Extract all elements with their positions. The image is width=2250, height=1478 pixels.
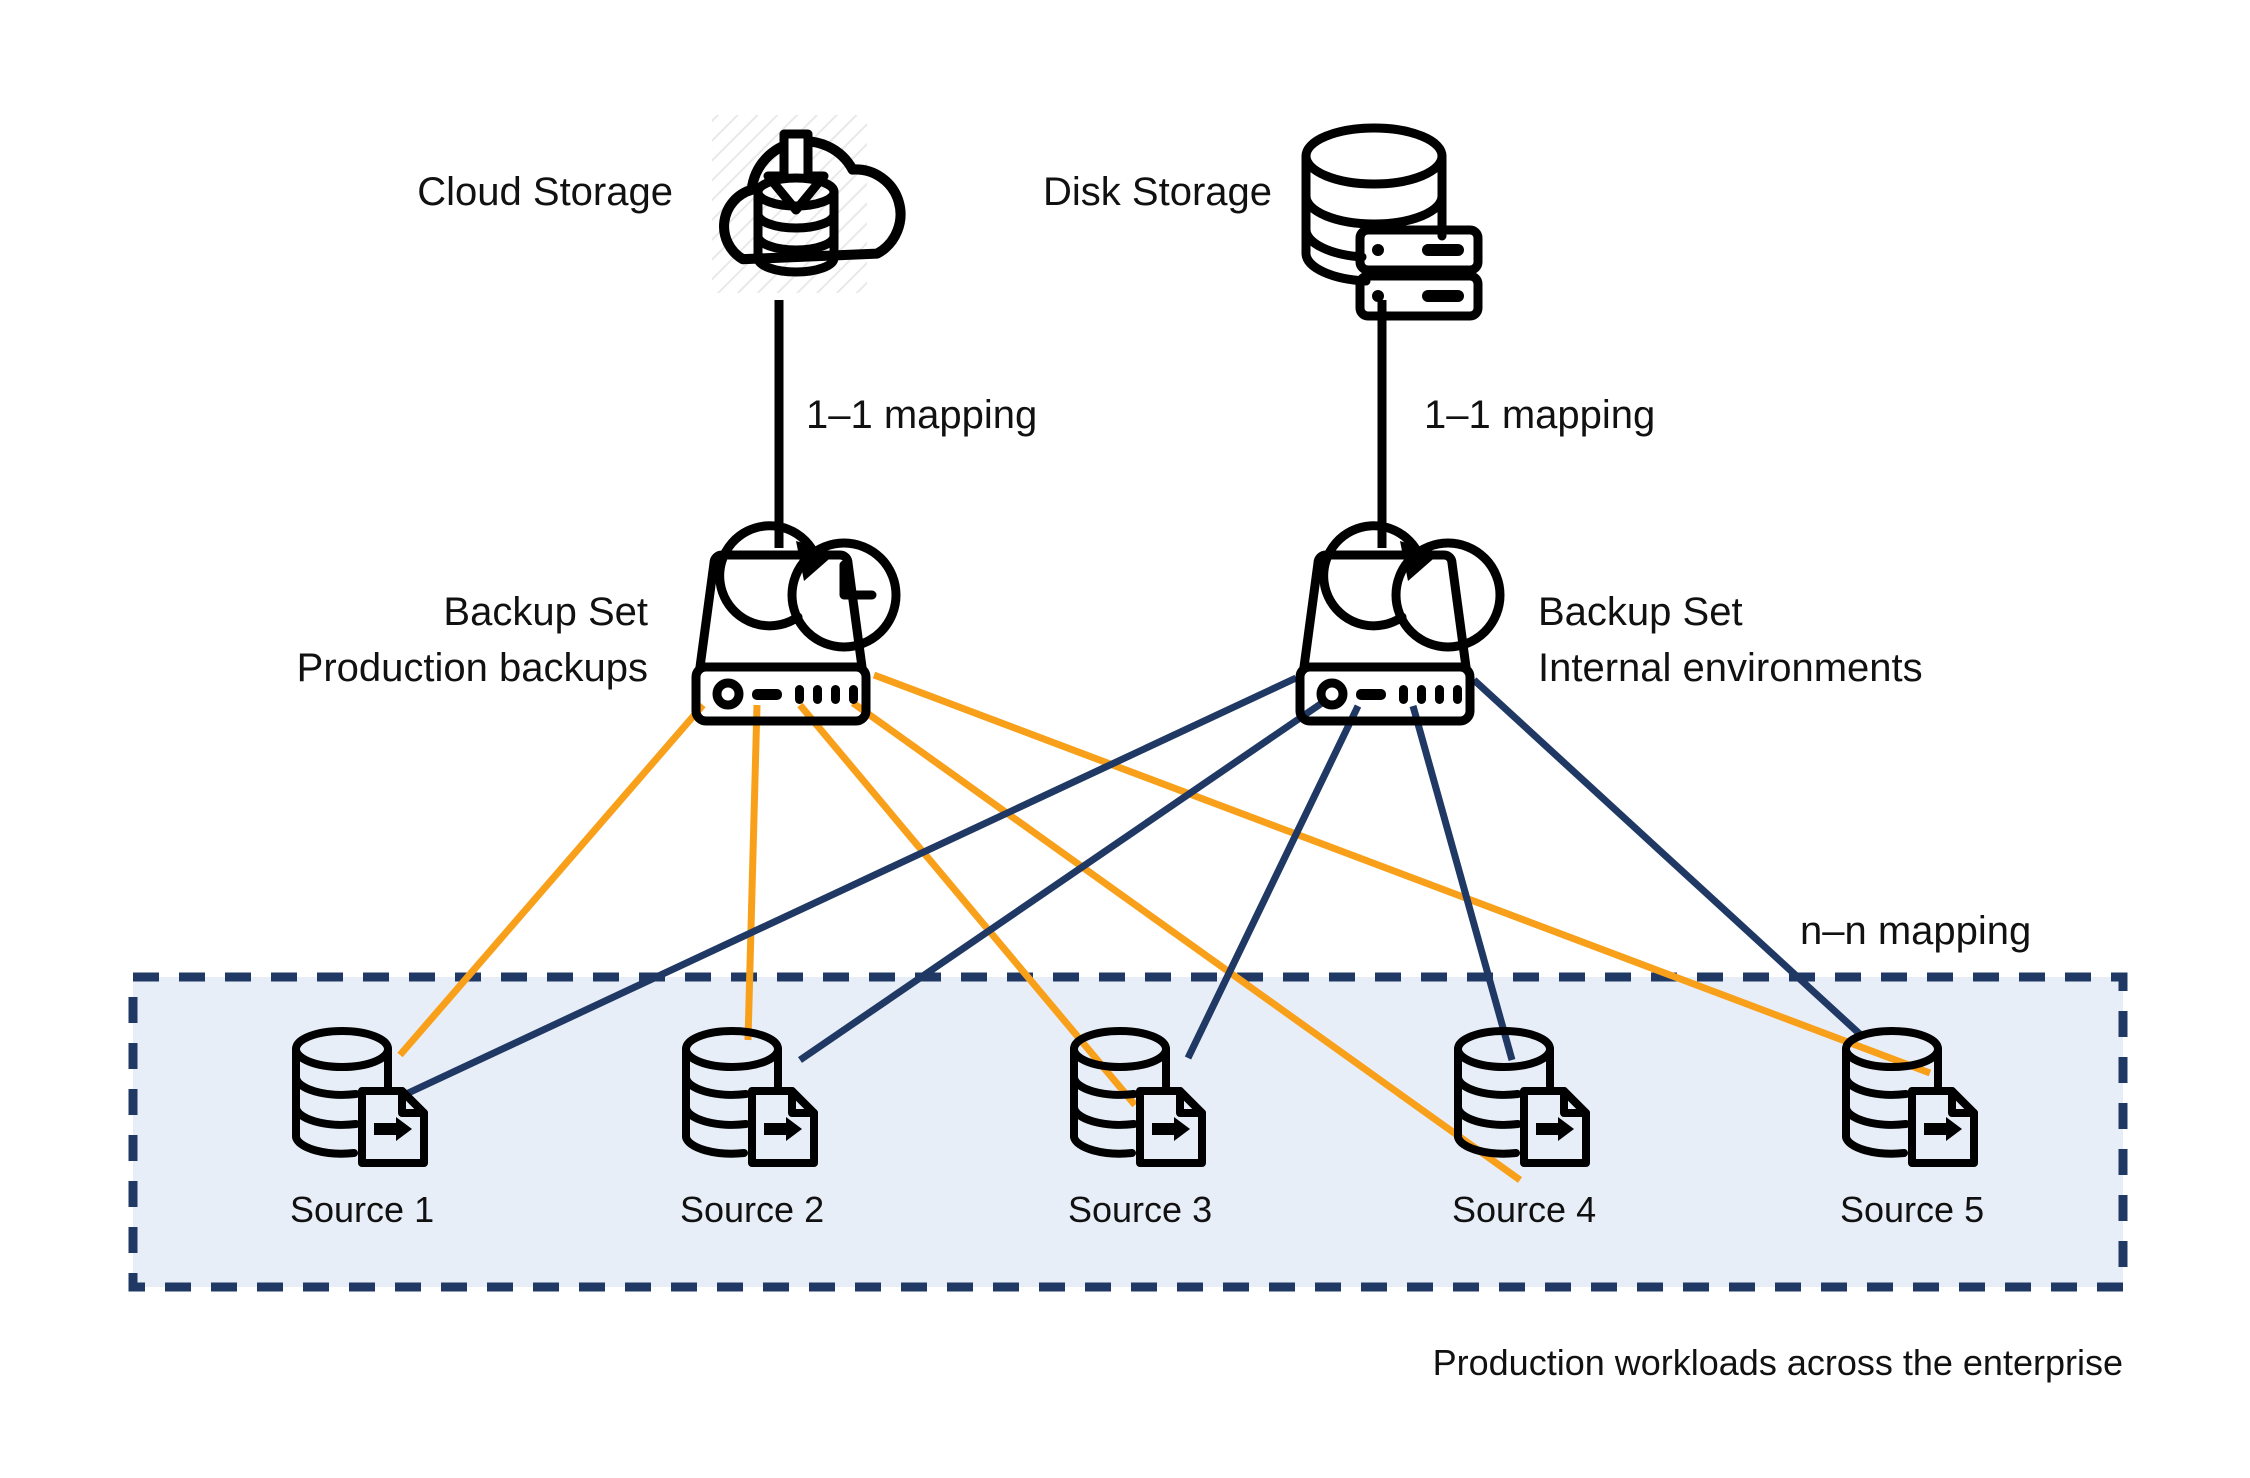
backup-set-internal-subtitle: Internal environments xyxy=(1538,646,1923,690)
source-5-label: Source 5 xyxy=(1840,1189,1984,1230)
link-production-to-source-4 xyxy=(850,700,1523,1183)
storage-to-backupset-connectors xyxy=(774,300,1387,548)
database-server-rack-icon xyxy=(1301,123,1483,321)
disk-storage-node[interactable]: Disk Storage xyxy=(1043,123,1483,321)
cloud-storage-label: Cloud Storage xyxy=(417,170,673,214)
cloud-download-database-icon xyxy=(719,129,906,277)
backup-set-internal-title: Backup Set xyxy=(1538,590,1743,634)
source-1-label: Source 1 xyxy=(290,1189,434,1230)
backup-set-production-subtitle: Production backups xyxy=(297,646,648,690)
link-internal-to-source-1 xyxy=(402,674,1298,1099)
mapping-label-right: 1–1 mapping xyxy=(1424,393,1655,437)
cloud-storage-node[interactable]: Cloud Storage xyxy=(417,115,906,293)
database-document-export-icon xyxy=(682,1027,818,1167)
database-document-export-icon xyxy=(1070,1027,1206,1167)
backup-set-production-node[interactable]: Backup Set Production backups xyxy=(297,521,901,726)
links-production-backups xyxy=(397,671,1932,1183)
source-2-label: Source 2 xyxy=(680,1189,824,1230)
source-4-label: Source 4 xyxy=(1452,1189,1596,1230)
backup-set-internal-node[interactable]: Backup Set Internal environments xyxy=(1295,521,1923,726)
backup-set-production-title: Backup Set xyxy=(443,590,648,634)
source-3-label: Source 3 xyxy=(1068,1189,1212,1230)
source-2-node[interactable]: Source 2 xyxy=(680,1027,824,1230)
database-document-export-icon xyxy=(1842,1027,1978,1167)
link-production-to-source-5 xyxy=(872,671,1932,1077)
source-5-node[interactable]: Source 5 xyxy=(1840,1027,1984,1230)
link-production-to-source-2 xyxy=(744,704,761,1041)
link-internal-to-source-3 xyxy=(1184,704,1362,1060)
database-document-export-icon xyxy=(1454,1027,1590,1167)
disk-storage-label: Disk Storage xyxy=(1043,170,1272,214)
backup-appliance-restore-icon xyxy=(1295,521,1505,726)
link-internal-to-source-4 xyxy=(1409,705,1516,1061)
mapping-label-many-to-many: n–n mapping xyxy=(1800,909,2031,953)
zone-caption: Production workloads across the enterpri… xyxy=(1433,1342,2123,1383)
source-4-node[interactable]: Source 4 xyxy=(1452,1027,1596,1230)
database-document-export-icon xyxy=(292,1027,428,1167)
links-internal-environments xyxy=(402,674,1866,1099)
source-1-node[interactable]: Source 1 xyxy=(290,1027,434,1230)
link-internal-to-source-5 xyxy=(1471,677,1866,1040)
source-3-node[interactable]: Source 3 xyxy=(1068,1027,1212,1230)
link-production-to-source-1 xyxy=(397,702,706,1058)
backup-appliance-clock-restore-icon xyxy=(691,521,901,726)
mapping-label-left: 1–1 mapping xyxy=(806,393,1037,437)
link-internal-to-source-2 xyxy=(798,700,1324,1063)
